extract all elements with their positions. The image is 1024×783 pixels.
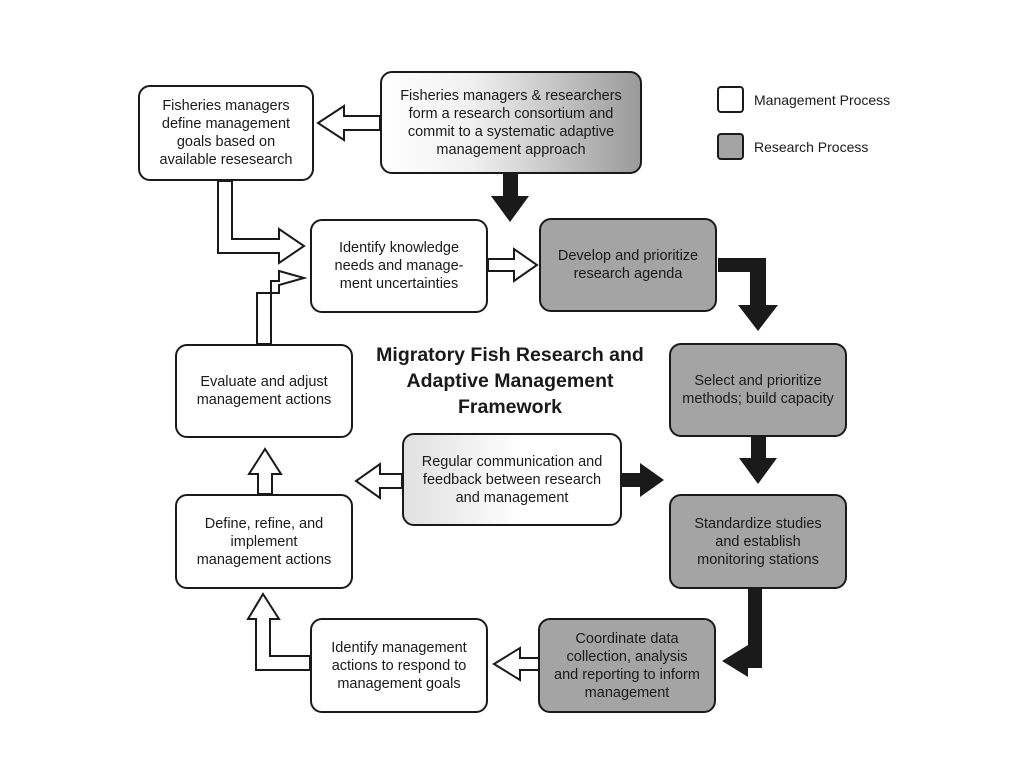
arrow-refine-to-evaluate	[247, 447, 283, 495]
arrow-actions-to-refine	[246, 592, 311, 671]
box-develop-research-agenda-text: Develop and prioritize research agenda	[557, 248, 699, 282]
box-regular-communication: Regular communication and feedback betwe…	[402, 433, 622, 526]
legend-research-label: Research Process	[754, 138, 869, 155]
arrow-coordinate-to-actions	[492, 646, 541, 682]
diagram-title: Migratory Fish Research and Adaptive Man…	[376, 344, 644, 418]
box-standardize-studies-text: Standardize studies and establish monito…	[694, 515, 822, 568]
box-define-refine-implement: Define, refine, and implement management…	[175, 494, 353, 589]
arrow-consortium-to-needs	[491, 174, 529, 222]
box-coordinate-data-collection: Coordinate data collection, analysis and…	[538, 618, 716, 713]
box-regular-communication-text: Regular communication and feedback betwe…	[421, 453, 603, 506]
box-research-consortium-text: Fisheries managers & researchers form a …	[400, 87, 622, 158]
box-standardize-studies: Standardize studies and establish monito…	[669, 494, 847, 589]
box-select-methods-text: Select and prioritize methods; build cap…	[682, 373, 834, 407]
box-identify-management-actions-text: Identify management actions to respond t…	[331, 639, 467, 692]
box-develop-research-agenda: Develop and prioritize research agenda	[539, 218, 717, 312]
box-identify-management-actions: Identify management actions to respond t…	[310, 618, 488, 713]
arrow-methods-to-standardize	[739, 437, 777, 484]
arrow-communication-to-management	[354, 462, 403, 500]
legend-management: Management Process	[717, 86, 890, 113]
box-identify-knowledge-needs: Identify knowledge needs and manage-ment…	[310, 219, 488, 313]
legend-management-swatch	[717, 86, 744, 113]
box-define-management-goals-text: Fisheries managers define management goa…	[159, 98, 293, 168]
box-evaluate-adjust: Evaluate and adjust management actions	[175, 344, 353, 438]
arrow-goals-to-needs	[217, 180, 306, 265]
arrow-standardize-to-coordinate	[722, 589, 762, 677]
box-define-refine-implement-text: Define, refine, and implement management…	[196, 515, 332, 568]
box-define-management-goals: Fisheries managers define management goa…	[138, 85, 314, 181]
box-evaluate-adjust-text: Evaluate and adjust management actions	[196, 374, 332, 408]
legend-management-label: Management Process	[754, 91, 891, 108]
box-select-methods: Select and prioritize methods; build cap…	[669, 343, 847, 437]
arrow-needs-to-agenda	[487, 247, 539, 283]
arrow-evaluate-to-needs	[256, 269, 308, 345]
legend-research: Research Process	[717, 133, 868, 160]
box-coordinate-data-collection-text: Coordinate data collection, analysis and…	[554, 630, 700, 701]
box-identify-knowledge-needs-text: Identify knowledge needs and manage-ment…	[334, 240, 464, 292]
arrow-consortium-to-goals	[316, 104, 381, 142]
arrow-communication-to-research	[622, 463, 664, 497]
box-research-consortium: Fisheries managers & researchers form a …	[380, 71, 642, 174]
legend-research-swatch	[717, 133, 744, 160]
arrow-agenda-to-methods	[718, 258, 778, 331]
